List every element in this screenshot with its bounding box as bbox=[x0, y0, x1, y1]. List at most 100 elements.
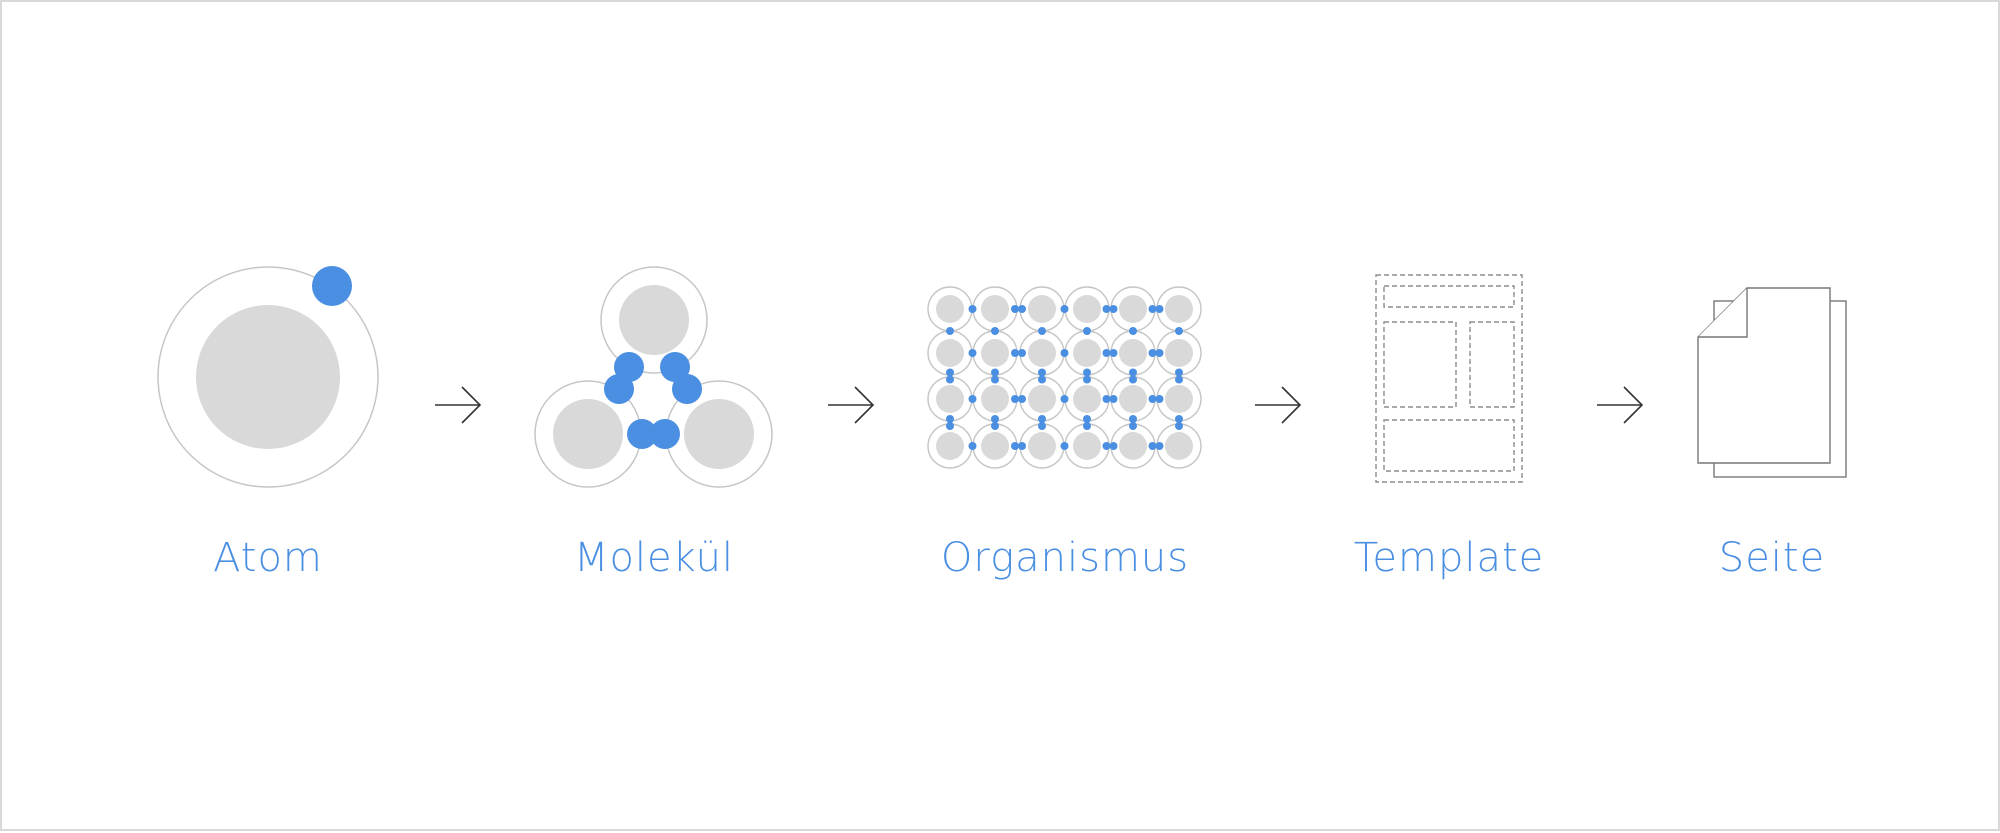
organism-bond bbox=[1155, 349, 1164, 357]
organism-cell-nucleus bbox=[1028, 339, 1056, 367]
template-icon bbox=[1375, 274, 1523, 483]
organism-cell-nucleus bbox=[1119, 432, 1147, 460]
molecule-atom-left-nucleus bbox=[553, 399, 623, 469]
organism-bond bbox=[991, 415, 999, 423]
page-icon bbox=[1697, 287, 1847, 478]
organism-bond bbox=[1038, 375, 1046, 384]
organism-cell-nucleus bbox=[1073, 295, 1101, 323]
atom-nucleus bbox=[196, 305, 340, 449]
atom-icon bbox=[157, 266, 379, 488]
organism-cell-nucleus bbox=[936, 339, 964, 367]
organism-bond bbox=[991, 375, 999, 384]
organism-cell-nucleus bbox=[1073, 385, 1101, 413]
organism-bond bbox=[1148, 442, 1157, 450]
organism-bond bbox=[1083, 422, 1091, 430]
organism-bond bbox=[1109, 395, 1118, 403]
organism-bond bbox=[1175, 415, 1183, 423]
organism-bond bbox=[1109, 305, 1118, 313]
stage-label-template: Template bbox=[1353, 535, 1545, 581]
organism-cell-nucleus bbox=[981, 339, 1009, 367]
organism-icon bbox=[927, 286, 1202, 469]
organism-bond bbox=[1155, 305, 1164, 313]
organism-cell-nucleus bbox=[1165, 339, 1193, 367]
organism-bond bbox=[946, 368, 954, 377]
organism-cell-nucleus bbox=[1028, 385, 1056, 413]
organism-bond bbox=[1011, 305, 1019, 313]
organism-cell-nucleus bbox=[1028, 295, 1056, 323]
organism-bond bbox=[991, 368, 999, 377]
organism-bond bbox=[946, 375, 954, 384]
organism-cell-nucleus bbox=[1165, 295, 1193, 323]
organism-bond bbox=[1011, 395, 1019, 403]
organism-bond bbox=[1175, 422, 1183, 430]
arrow-right-icon bbox=[828, 386, 875, 424]
organism-bond bbox=[1102, 395, 1111, 403]
molecule-bond bbox=[627, 419, 657, 449]
organism-bond bbox=[1038, 327, 1046, 335]
stage-label-molecule: Molekül bbox=[573, 535, 735, 581]
organism-bond bbox=[968, 442, 977, 450]
organism-bond bbox=[1148, 349, 1157, 357]
organism-bond bbox=[1102, 305, 1111, 313]
organism-bond bbox=[1155, 395, 1164, 403]
organism-bond bbox=[1083, 368, 1091, 377]
molecule-atom-top-nucleus bbox=[619, 285, 689, 355]
page-folded-corner bbox=[1698, 288, 1748, 338]
organism-bond bbox=[946, 327, 954, 335]
organism-bond bbox=[968, 305, 977, 313]
organism-bond bbox=[1011, 349, 1019, 357]
template-outline bbox=[1375, 274, 1523, 483]
organism-cell-nucleus bbox=[1119, 385, 1147, 413]
stage-label-atom: Atom bbox=[213, 535, 323, 581]
molecule-atom-top-orbit bbox=[600, 266, 708, 374]
organism-bond bbox=[1018, 349, 1026, 357]
organism-bond bbox=[968, 349, 977, 357]
organism-bond bbox=[1083, 375, 1091, 384]
organism-bond bbox=[1129, 327, 1137, 335]
organism-cell-nucleus bbox=[1165, 385, 1193, 413]
stage-label-page: Seite bbox=[1718, 535, 1826, 581]
organism-bond bbox=[1175, 368, 1183, 377]
organism-bond bbox=[1038, 415, 1046, 423]
organism-bond bbox=[1083, 415, 1091, 423]
molecule-atom-right-nucleus bbox=[684, 399, 754, 469]
molecule-icon bbox=[534, 266, 773, 488]
arrow-right-icon bbox=[1255, 386, 1302, 424]
template-header-block bbox=[1383, 285, 1515, 308]
organism-bond bbox=[1018, 305, 1026, 313]
organism-bond bbox=[1060, 305, 1069, 313]
template-sidebar-block bbox=[1469, 321, 1515, 408]
organism-bond bbox=[946, 415, 954, 423]
organism-cell-nucleus bbox=[1073, 432, 1101, 460]
organism-bond bbox=[968, 395, 977, 403]
arrow-right-icon bbox=[1597, 386, 1644, 424]
organism-bond bbox=[1011, 442, 1019, 450]
molecule-bond bbox=[650, 419, 680, 449]
molecule-bond bbox=[672, 374, 702, 404]
organism-cell-nucleus bbox=[1073, 339, 1101, 367]
organism-bond bbox=[1102, 442, 1111, 450]
arrow-right-icon bbox=[435, 386, 482, 424]
stage-label-organism: Organismus bbox=[940, 535, 1190, 581]
organism-bond bbox=[1109, 442, 1118, 450]
organism-bond bbox=[946, 422, 954, 430]
organism-cell-nucleus bbox=[1119, 295, 1147, 323]
organism-bond bbox=[1060, 349, 1069, 357]
organism-bond bbox=[1175, 375, 1183, 384]
organism-bond bbox=[1129, 375, 1137, 384]
organism-bond bbox=[1155, 442, 1164, 450]
organism-bond bbox=[991, 422, 999, 430]
organism-bond bbox=[1129, 368, 1137, 377]
organism-bond bbox=[1148, 395, 1157, 403]
organism-bond bbox=[1109, 349, 1118, 357]
organism-bond bbox=[1102, 349, 1111, 357]
atom-orbit bbox=[157, 266, 379, 488]
organism-bond bbox=[1038, 368, 1046, 377]
organism-cell-nucleus bbox=[936, 432, 964, 460]
organism-cell-nucleus bbox=[981, 295, 1009, 323]
molecule-bond bbox=[660, 352, 690, 382]
organism-cell-nucleus bbox=[936, 295, 964, 323]
organism-cell-nucleus bbox=[981, 385, 1009, 413]
